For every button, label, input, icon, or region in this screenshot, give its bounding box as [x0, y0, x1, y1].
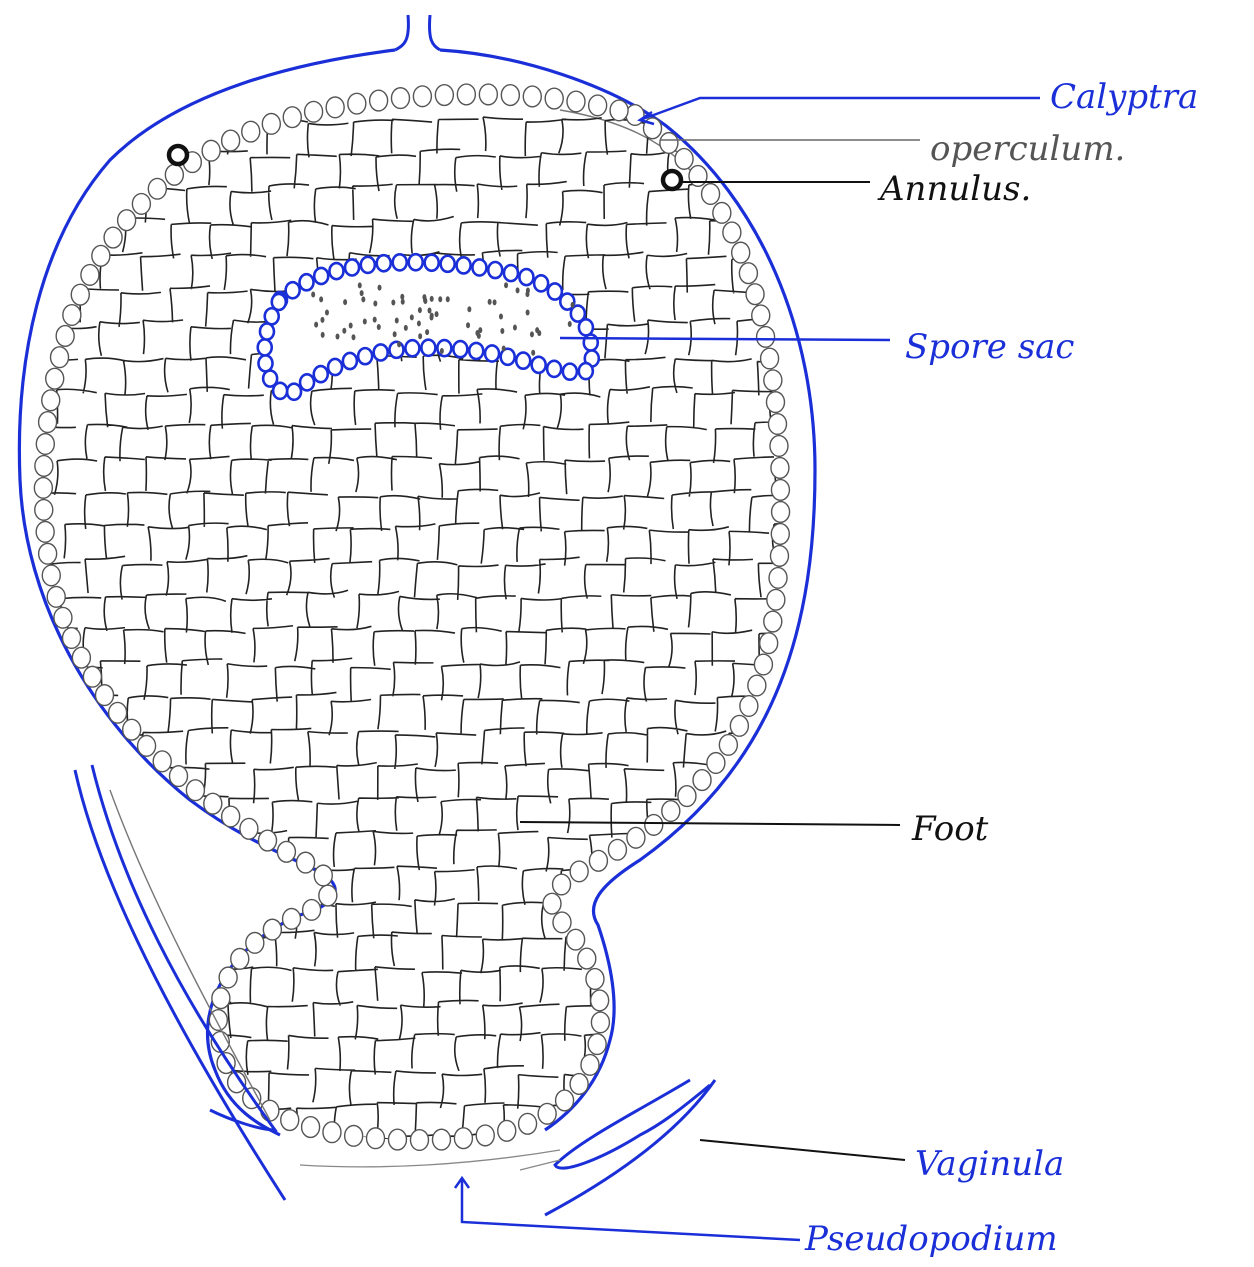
pseudopodium-pencil — [300, 1150, 560, 1170]
annulus-right-dot — [663, 171, 681, 189]
spore-sac — [258, 254, 599, 400]
label-calyptra: Calyptra — [1050, 77, 1198, 117]
label-vaginula: Vaginula — [915, 1144, 1064, 1184]
label-spore-sac: Spore sac — [905, 327, 1074, 367]
label-foot: Foot — [911, 809, 989, 849]
label-operculum: operculum. — [930, 129, 1125, 169]
annulus-left-dot — [169, 146, 187, 164]
seta-top — [395, 15, 440, 50]
label-annulus: Annulus. — [877, 169, 1031, 209]
label-pseudopodium: Pseudopodium — [804, 1219, 1058, 1259]
